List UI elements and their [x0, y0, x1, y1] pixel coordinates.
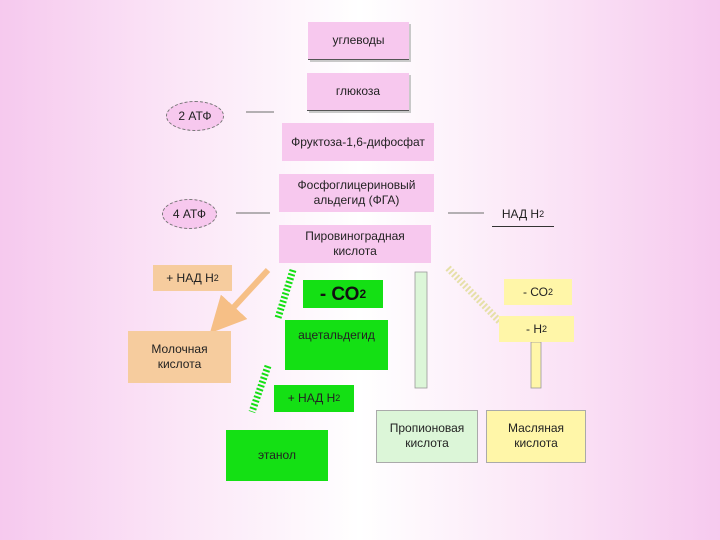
arrow-to-ethanol — [248, 364, 272, 414]
node-glucose: глюкоза — [307, 73, 409, 111]
h2-sub: 2 — [541, 323, 547, 334]
node-pga: Фосфоглицериновый альдегид (ФГА) — [279, 174, 434, 212]
node-acetaldehyde: ацетальдегид — [285, 320, 388, 370]
arrow-to-acetaldehyde — [274, 268, 297, 320]
atp2-label: 2 АТФ — [178, 109, 212, 123]
node-ethanol: этанол — [226, 430, 328, 481]
node-ethanol-label: этанол — [258, 448, 296, 462]
node-lactic-label: Молочная кислота — [151, 342, 208, 371]
node-carbohydrates: углеводы — [308, 22, 409, 60]
nadh-lactic-sub: 2 — [213, 272, 219, 283]
node-pyruvic-label: Пировиноградная кислота — [305, 229, 405, 258]
node-glucose-label: глюкоза — [335, 84, 381, 98]
node-propionic-label: Пропионовая кислота — [389, 421, 465, 450]
node-fructose-label: Фруктоза-1,6-дифосфат — [291, 134, 425, 149]
node-butyric-label: Масляная кислота — [507, 421, 565, 450]
h2-text: - Н — [525, 321, 542, 336]
co2-big-text: - СО — [319, 283, 360, 305]
co2-small-text: - СО — [522, 284, 549, 299]
bar-to-propionic — [414, 271, 428, 389]
bar-to-butyric — [530, 341, 542, 389]
node-lactic: Молочная кислота — [128, 331, 231, 383]
nadh-ethanol-text: + НАД Н — [287, 391, 336, 405]
node-propionic: Пропионовая кислота — [376, 410, 478, 463]
co2-big-sub: 2 — [359, 286, 367, 301]
nadh-lactic-text: + НАД Н — [166, 270, 214, 285]
oval-atp2: 2 АТФ — [166, 101, 224, 131]
nadh-right-text: НАД Н — [501, 207, 540, 221]
node-pga-label: Фосфоглицериновый альдегид (ФГА) — [297, 178, 416, 207]
co2-small-sub: 2 — [548, 286, 554, 297]
nadh-right-sub: 2 — [539, 209, 545, 219]
arrow-to-butyric-branch — [445, 265, 503, 325]
node-acetaldehyde-label: ацетальдегид — [298, 328, 375, 342]
node-fructose: Фруктоза-1,6-дифосфат — [282, 123, 434, 161]
node-carbohydrates-label: углеводы — [332, 33, 385, 47]
arrow-to-lactic — [209, 267, 271, 334]
node-pyruvic: Пировиноградная кислота — [279, 225, 431, 263]
oval-atp4: 4 АТФ — [162, 199, 217, 229]
atp4-label: 4 АТФ — [172, 207, 207, 221]
node-butyric: Масляная кислота — [486, 410, 586, 463]
nadh-ethanol-sub: 2 — [335, 393, 341, 403]
